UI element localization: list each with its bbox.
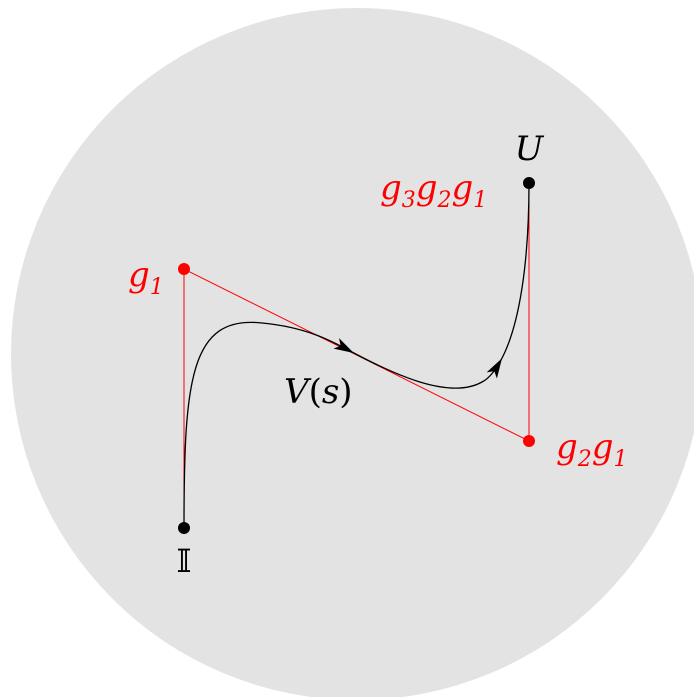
smooth-path-v-s-continued — [351, 351, 503, 389]
g3g2g1-label: g3g2g1 — [380, 168, 487, 213]
identity-point — [178, 522, 190, 534]
path-label-v-s: V(s) — [284, 372, 353, 412]
g2g1-label: g2g1 — [556, 427, 628, 472]
target-point — [523, 177, 535, 189]
target-label: U — [515, 129, 545, 169]
g2g1-point — [523, 435, 535, 447]
g1-point — [178, 263, 190, 275]
smooth-path-v-s — [183, 321, 354, 529]
identity-label: 𝕀 — [177, 542, 192, 580]
g1-label: g1 — [128, 255, 164, 300]
smooth-path-v-s-final — [500, 182, 530, 361]
